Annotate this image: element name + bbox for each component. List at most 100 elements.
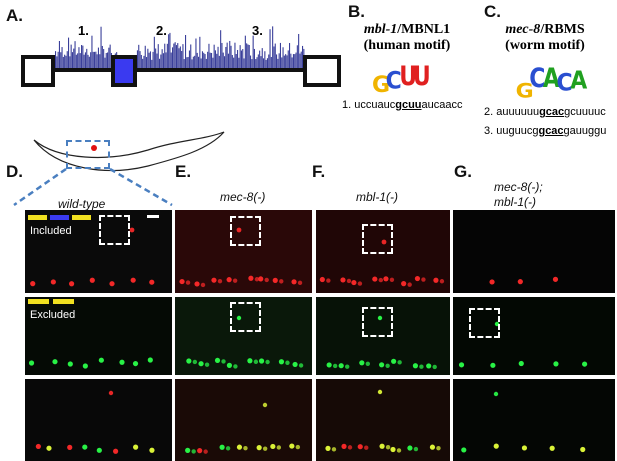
fluorescent-spot [396, 448, 402, 453]
fluorescent-spot [332, 363, 338, 369]
fluorescent-spot [30, 281, 36, 287]
fluorescent-spot [549, 445, 555, 451]
gene-name-mec8: mec-8 [505, 22, 541, 37]
fluorescent-spot [439, 279, 445, 284]
fluorescent-spot [493, 443, 499, 449]
fluorescent-spot [552, 276, 559, 282]
fluorescent-spot [194, 281, 200, 287]
protein-name-rbms: /RBMS [540, 22, 585, 37]
fluorescent-spot [429, 444, 436, 450]
fluorescent-spot [383, 276, 389, 282]
logo-letter: G [372, 73, 390, 96]
fluorescent-spot [285, 360, 290, 365]
fluorescent-spot [341, 443, 347, 449]
fluorescent-spot [130, 277, 136, 283]
seq-3-number: 3. [484, 125, 494, 137]
fluorescent-spot [221, 359, 226, 364]
logo-letter: A [543, 62, 560, 94]
worm-schematic [33, 131, 225, 171]
panel-c-letter: C. [484, 2, 501, 21]
seq-2-number: 2. [484, 106, 494, 118]
fluorescent-spot [298, 363, 304, 368]
fluorescent-spot [52, 359, 58, 365]
fluorescent-spot [326, 278, 331, 283]
fluorescent-spot [357, 444, 363, 450]
fluorescent-spot [272, 277, 278, 283]
fluorescent-spot [98, 357, 104, 363]
fluorescent-spot [254, 277, 260, 282]
fluorescent-spot [291, 279, 297, 285]
fluorescent-spot [401, 281, 407, 287]
header-wild-type: wild-type [58, 197, 106, 211]
gene-model-coverage [21, 26, 341, 87]
fluorescent-spot [391, 358, 397, 364]
fluorescent-spot [214, 357, 221, 364]
micrograph-mbl1-red [316, 210, 450, 293]
fluorescent-spot [109, 281, 115, 287]
logo-letter: U [413, 60, 431, 92]
fluorescent-spot [359, 360, 365, 366]
fluorescent-spot [521, 445, 528, 451]
fluorescent-spot [292, 361, 298, 368]
fluorescent-spot [225, 446, 231, 451]
fluorescent-spot [82, 444, 88, 450]
fluorescent-spot [517, 279, 523, 285]
fluorescent-spot [493, 391, 499, 397]
fluorescent-spot [89, 277, 95, 283]
fluorescent-spot [365, 361, 371, 367]
bar-yellow-2 [72, 215, 91, 220]
fluorescent-spot [185, 447, 191, 453]
micrograph-double-merge [453, 379, 615, 461]
panel-b-title: mbl-1/MBNL1 (human motif) [352, 22, 462, 54]
label-excluded: Excluded [30, 309, 76, 321]
logo-letter: G [516, 80, 534, 98]
fluorescent-spot [518, 360, 524, 367]
fluorescent-spot [412, 363, 419, 369]
fluorescent-spot [119, 359, 125, 365]
fluorescent-spot [426, 363, 432, 369]
fluorescent-spot [262, 402, 268, 408]
bar-yellow-1 [28, 215, 47, 220]
fluorescent-spot [385, 363, 390, 369]
fluorescent-spot [265, 359, 270, 365]
sequence-2: 2. auuuuuugcacgcuuuuc [484, 106, 606, 118]
fluorescent-spot [236, 315, 242, 321]
motif-logo-rbms: UGCACA [516, 62, 588, 98]
panel-f-letter: F. [312, 162, 326, 181]
fluorescent-spot [108, 390, 114, 396]
fluorescent-spot [68, 281, 75, 287]
fluorescent-spot [357, 281, 363, 286]
fluorescent-spot [413, 446, 419, 452]
fluorescent-spot [319, 276, 325, 283]
fluorescent-spot [351, 279, 357, 286]
peak-label-3: 3. [252, 23, 263, 38]
fluorescent-spot [390, 446, 396, 453]
fluorescent-spot [331, 447, 337, 452]
fluorescent-spot [248, 275, 254, 281]
fluorescent-spot [200, 282, 206, 288]
seq-2-suffix: gcuuuuc [564, 106, 606, 118]
fluorescent-spot [433, 277, 439, 283]
fluorescent-spot [338, 363, 344, 369]
micrograph-mbl1-merge [316, 379, 450, 461]
fluorescent-spot [385, 445, 391, 450]
scale-bar [147, 215, 159, 218]
fluorescent-spot [96, 447, 102, 453]
fluorescent-spot [232, 278, 238, 283]
dbox-f-mid [362, 307, 393, 337]
seq-2-prefix: auuuuuu [496, 106, 540, 118]
fluorescent-spot [407, 445, 413, 451]
fluorescent-spot [258, 358, 265, 364]
gene-name-mbl1: mbl-1 [363, 22, 398, 37]
panel-b-letter: B. [348, 2, 365, 21]
fluorescent-spot [226, 277, 232, 283]
exon-right [303, 55, 341, 87]
fluorescent-spot [46, 445, 52, 451]
panel-g-letter: G. [454, 162, 472, 181]
micrograph-mec8-green [175, 297, 312, 375]
fluorescent-spot [192, 359, 198, 365]
fluorescent-spot [458, 362, 465, 368]
fluorescent-spot [243, 445, 248, 451]
fluorescent-spot [179, 278, 185, 285]
fluorescent-spot [217, 278, 223, 284]
